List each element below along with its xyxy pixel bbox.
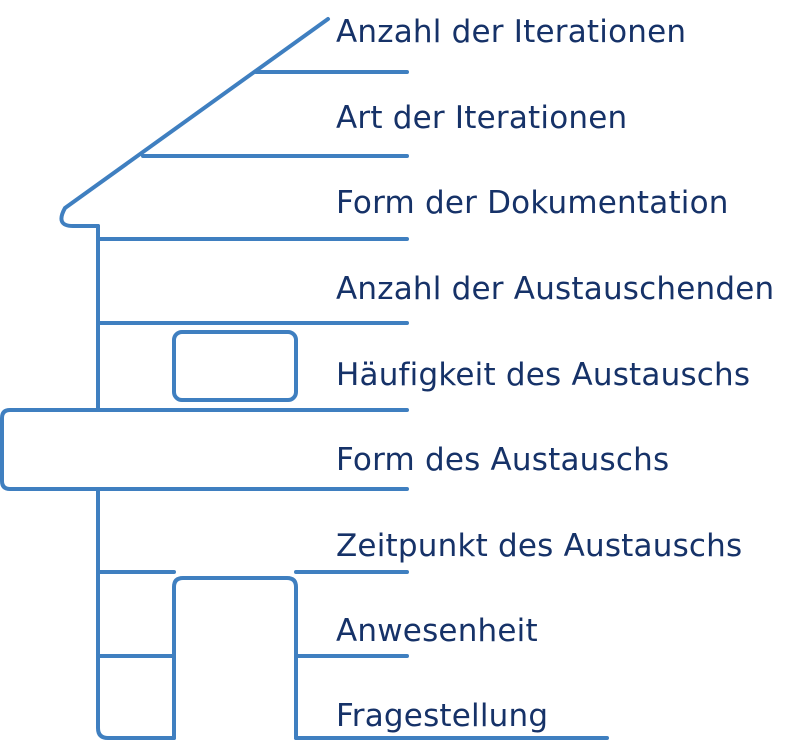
label-exchange-frequency: Häufigkeit des Austauschs: [336, 357, 750, 393]
layer-labels: Anzahl der Iterationen Art der Iteration…: [336, 14, 774, 734]
left-wall-lower-line: [96, 487, 176, 740]
label-participants-count: Anzahl der Austauschenden: [336, 271, 774, 307]
roof-line: [59, 17, 330, 228]
label-iterations-count: Anzahl der Iterationen: [336, 14, 686, 50]
door-shape: [172, 576, 298, 740]
label-documentation-form: Form der Dokumentation: [336, 185, 729, 221]
window-shape: [172, 330, 298, 402]
label-iterations-type: Art der Iterationen: [336, 100, 627, 136]
beam-shape: [0, 408, 409, 491]
label-exchange-timing: Zeitpunkt des Austauschs: [336, 528, 742, 564]
label-attendance: Anwesenheit: [336, 613, 538, 649]
house-outline: [0, 17, 609, 740]
label-exchange-form: Form des Austauschs: [336, 442, 669, 478]
label-question: Fragestellung: [336, 698, 548, 734]
